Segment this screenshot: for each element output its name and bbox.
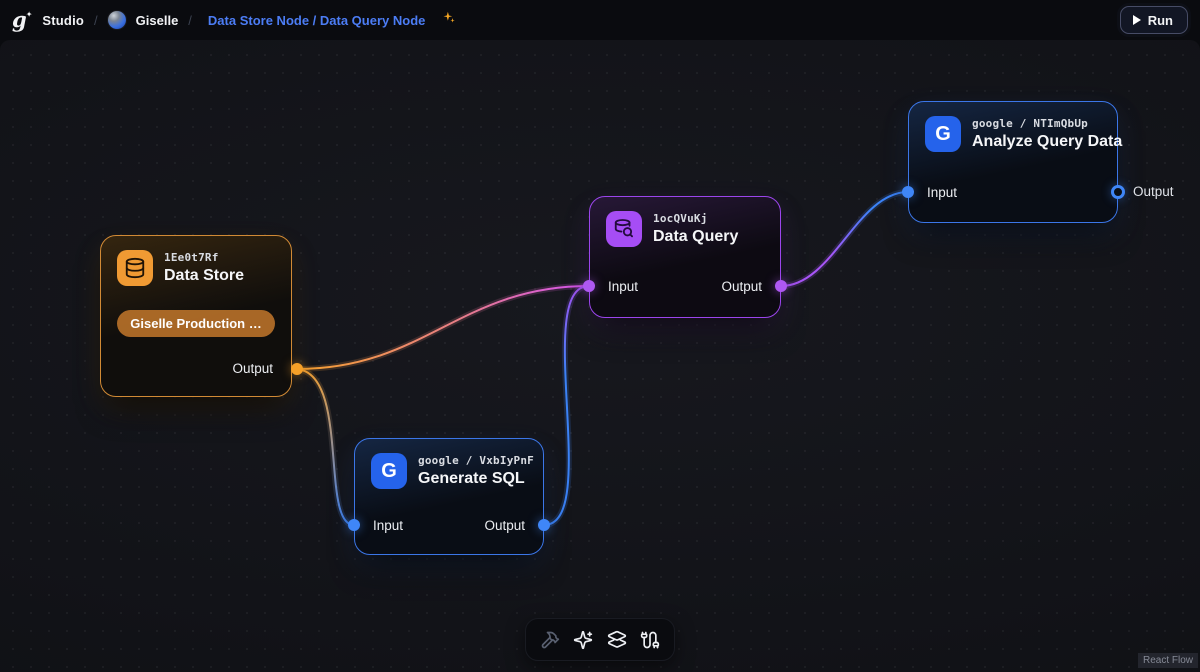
top-bar: g ✦ Studio / Giselle / Data Store Node /… bbox=[0, 0, 1200, 40]
ports-row: Input Output bbox=[373, 518, 525, 533]
ports-row: Input Output bbox=[608, 279, 762, 294]
port-analyze-output[interactable] bbox=[1111, 185, 1125, 199]
output-port-label: Output bbox=[721, 279, 762, 294]
node-generate-sql[interactable]: G google / VxbIyPnF Generate SQL Input O… bbox=[354, 438, 544, 555]
breadcrumb-workflow-title[interactable]: Data Store Node / Data Query Node bbox=[207, 12, 426, 28]
play-icon bbox=[1132, 15, 1141, 25]
google-icon: G bbox=[371, 453, 407, 489]
input-port-label: Input bbox=[927, 185, 958, 200]
node-data-store[interactable]: 1Ee0t7Rf Data Store Giselle Production …… bbox=[100, 235, 292, 397]
node-id: 1ocQVuKj bbox=[653, 212, 708, 225]
database-search-icon bbox=[606, 211, 642, 247]
breadcrumb-separator: / bbox=[188, 12, 192, 28]
brand-studio-label[interactable]: Studio bbox=[42, 12, 85, 28]
data-source-chip[interactable]: Giselle Production … bbox=[117, 310, 275, 337]
node-header: 1ocQVuKj Data Query bbox=[606, 211, 768, 247]
breadcrumb-separator: / bbox=[94, 12, 98, 28]
database-icon bbox=[117, 250, 153, 286]
port-data-query-input[interactable] bbox=[583, 280, 595, 292]
node-header: G google / NTImQbUp Analyze Query Data bbox=[925, 116, 1122, 152]
sparkles-icon[interactable] bbox=[568, 625, 598, 655]
google-g-glyph: G bbox=[381, 459, 397, 482]
port-generate-sql-output[interactable] bbox=[538, 519, 550, 531]
port-data-store-output[interactable] bbox=[291, 363, 303, 375]
node-id: google / NTImQbUp bbox=[972, 117, 1088, 130]
node-title: Generate SQL bbox=[418, 470, 525, 487]
workspace-avatar[interactable] bbox=[107, 11, 126, 29]
logo-sparkle-icon: ✦ bbox=[25, 10, 33, 19]
sparkle-icon bbox=[441, 10, 456, 30]
run-button[interactable]: Run bbox=[1119, 6, 1188, 34]
giselle-logo-icon[interactable]: g ✦ bbox=[12, 9, 32, 31]
node-header: 1Ee0t7Rf Data Store bbox=[117, 250, 279, 286]
logo-glyph: g bbox=[12, 7, 27, 32]
run-button-label: Run bbox=[1147, 12, 1173, 28]
cable-icon[interactable] bbox=[635, 625, 665, 655]
node-analyze-query-data[interactable]: G google / NTImQbUp Analyze Query Data I… bbox=[908, 101, 1122, 223]
node-title: Data Store bbox=[164, 267, 245, 284]
node-id: 1Ee0t7Rf bbox=[164, 251, 219, 264]
input-port-label: Input bbox=[608, 279, 639, 294]
google-g-glyph: G bbox=[935, 122, 951, 145]
ports-row: Output bbox=[119, 361, 273, 376]
node-header: G google / VxbIyPnF Generate SQL bbox=[371, 453, 534, 489]
input-port-label: Input bbox=[373, 518, 404, 533]
output-port-label: Output bbox=[1133, 184, 1174, 199]
node-title: Data Query bbox=[653, 228, 739, 245]
node-title: Analyze Query Data bbox=[972, 133, 1123, 150]
output-port-label: Output bbox=[232, 361, 273, 376]
layers-icon[interactable] bbox=[602, 625, 632, 655]
node-id: google / VxbIyPnF bbox=[418, 454, 534, 467]
port-analyze-input[interactable] bbox=[902, 186, 914, 198]
port-generate-sql-input[interactable] bbox=[348, 519, 360, 531]
canvas-toolbar bbox=[525, 618, 675, 661]
react-flow-attribution[interactable]: React Flow bbox=[1137, 653, 1198, 668]
port-data-query-output[interactable] bbox=[775, 280, 787, 292]
workspace-name[interactable]: Giselle bbox=[135, 12, 179, 28]
node-data-query[interactable]: 1ocQVuKj Data Query Input Output bbox=[589, 196, 781, 318]
google-icon: G bbox=[925, 116, 961, 152]
hammer-icon[interactable] bbox=[535, 625, 565, 655]
output-port-label: Output bbox=[484, 518, 525, 533]
ports-row: Input bbox=[927, 185, 1099, 200]
